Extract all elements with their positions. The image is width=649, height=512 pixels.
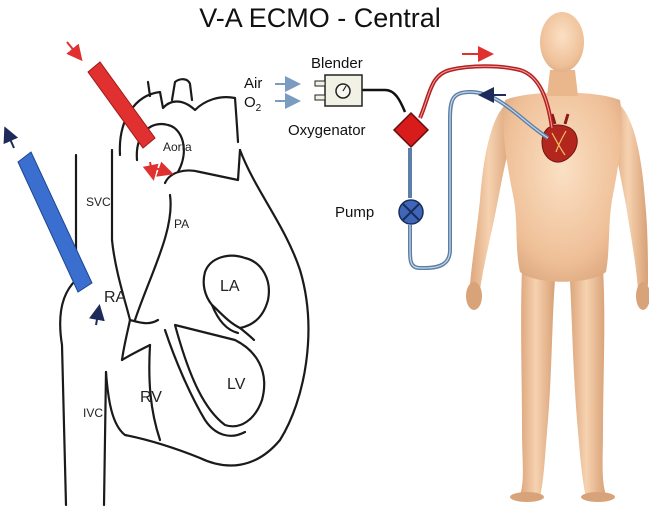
- label-pump: Pump: [335, 204, 374, 221]
- aorta-branch: [146, 78, 194, 102]
- venous-cannula-body: [17, 151, 93, 293]
- blender-inlet-2: [314, 94, 326, 101]
- venous-cannula: [3, 126, 105, 326]
- svc-ivc-left-wall: [59, 153, 78, 507]
- figure-left-foot: [510, 492, 544, 502]
- label-la: LA: [220, 278, 240, 295]
- label-lv: LV: [227, 376, 246, 393]
- arterial-tubing-inner: [419, 65, 553, 129]
- blender-inlet-1: [314, 80, 326, 87]
- label-oxygenator: Oxygenator: [288, 122, 366, 139]
- arterial-outflow-arrow-1: [142, 161, 159, 181]
- pulmonary-artery: [133, 148, 242, 322]
- arterial-outflow-arrow-2: [154, 161, 174, 177]
- figure-neck: [547, 70, 578, 96]
- arterial-inflow-arrow: [66, 41, 83, 62]
- heart-outline: [104, 148, 310, 467]
- pump-icon: [398, 199, 424, 225]
- interventricular-septum: [163, 328, 247, 437]
- blender-dial-needle: [342, 85, 347, 92]
- label-air: Air: [244, 75, 262, 92]
- mitral-valve: [210, 303, 256, 342]
- figure-right-foot: [581, 492, 615, 502]
- label-o2-subscript: 2: [256, 103, 262, 114]
- tricuspid-valve: [120, 318, 160, 362]
- figure-heart: [541, 113, 578, 163]
- venous-outflow-arrow: [3, 126, 19, 149]
- label-svc: SVC: [86, 195, 111, 209]
- arterial-cannula: [66, 41, 174, 181]
- label-rv: RV: [140, 389, 162, 406]
- diagram-title: V-A ECMO - Central: [199, 3, 441, 33]
- label-blender: Blender: [311, 55, 363, 72]
- figure-left-leg: [520, 268, 555, 497]
- label-o2: O2: [244, 94, 262, 114]
- oxygenator-icon: [392, 111, 430, 149]
- label-pa: PA: [174, 217, 189, 231]
- label-ivc: IVC: [83, 406, 103, 420]
- gas-line: [362, 88, 407, 113]
- figure-left-hand: [466, 282, 482, 310]
- figure-left-arm: [470, 105, 512, 290]
- blender-device: [314, 74, 363, 107]
- label-aorta: Aorta: [163, 140, 192, 154]
- figure-right-arm: [612, 105, 648, 290]
- human-figure: [466, 12, 649, 502]
- label-ra: RA: [104, 289, 127, 306]
- right-ventricle-wall: [148, 343, 162, 442]
- label-o2-main: O: [244, 94, 256, 111]
- aorta-arch: [118, 90, 240, 157]
- heart-diagram: [59, 78, 310, 507]
- ivc-right-wall: [102, 370, 108, 507]
- venous-tubing-inner: [409, 91, 549, 269]
- figure-right-leg: [570, 268, 606, 497]
- left-atrium: [202, 254, 270, 330]
- figure-head: [540, 12, 584, 72]
- venous-inflow-arrow: [89, 304, 105, 326]
- figure-right-hand: [636, 282, 649, 310]
- figure-torso: [503, 92, 622, 282]
- arterial-cannula-body: [87, 61, 156, 149]
- left-ventricle: [173, 323, 266, 428]
- blender-body: [324, 74, 363, 107]
- heart-label-group: Aorta SVC PA RA LA RV LV IVC: [83, 140, 246, 420]
